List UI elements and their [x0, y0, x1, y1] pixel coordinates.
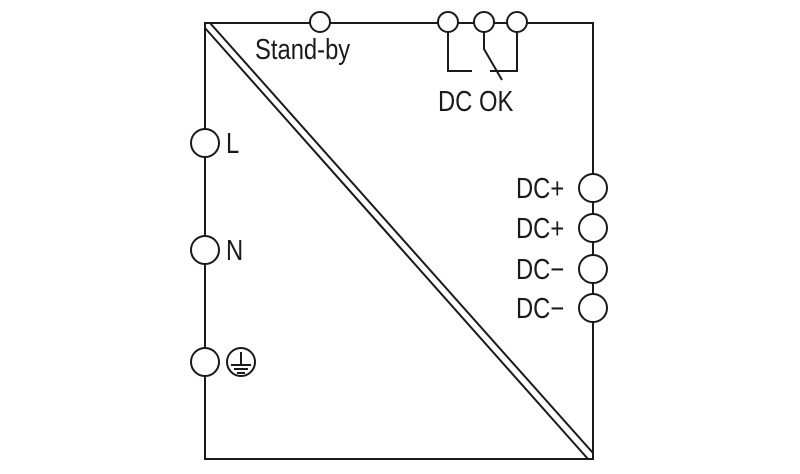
- relay-contact: [447, 32, 518, 81]
- protective-earth-icon: [226, 347, 256, 377]
- dc-plus-label-2: DC+: [516, 213, 565, 245]
- dc-ok-label: DC OK: [438, 86, 514, 118]
- pe-terminal: [190, 347, 220, 377]
- dc-minus-label-1: DC−: [516, 254, 565, 286]
- l-label: L: [226, 128, 240, 160]
- dc-ok-terminal-1: [437, 11, 459, 33]
- dc-plus-terminal-1: [578, 173, 608, 203]
- dc-plus-label-1: DC+: [516, 173, 565, 205]
- dc-minus-terminal-1: [578, 254, 608, 284]
- dc-minus-label-2: DC−: [516, 293, 565, 325]
- standby-terminal: [309, 11, 331, 33]
- standby-label: Stand-by: [255, 34, 351, 66]
- n-terminal: [190, 235, 220, 265]
- dc-minus-terminal-2: [578, 293, 608, 323]
- dc-ok-terminal-3: [506, 11, 528, 33]
- dc-plus-terminal-2: [578, 213, 608, 243]
- dc-ok-terminal-2: [473, 11, 495, 33]
- l-terminal: [190, 128, 220, 158]
- converter-diagonal: [204, 22, 594, 460]
- n-label: N: [226, 235, 244, 267]
